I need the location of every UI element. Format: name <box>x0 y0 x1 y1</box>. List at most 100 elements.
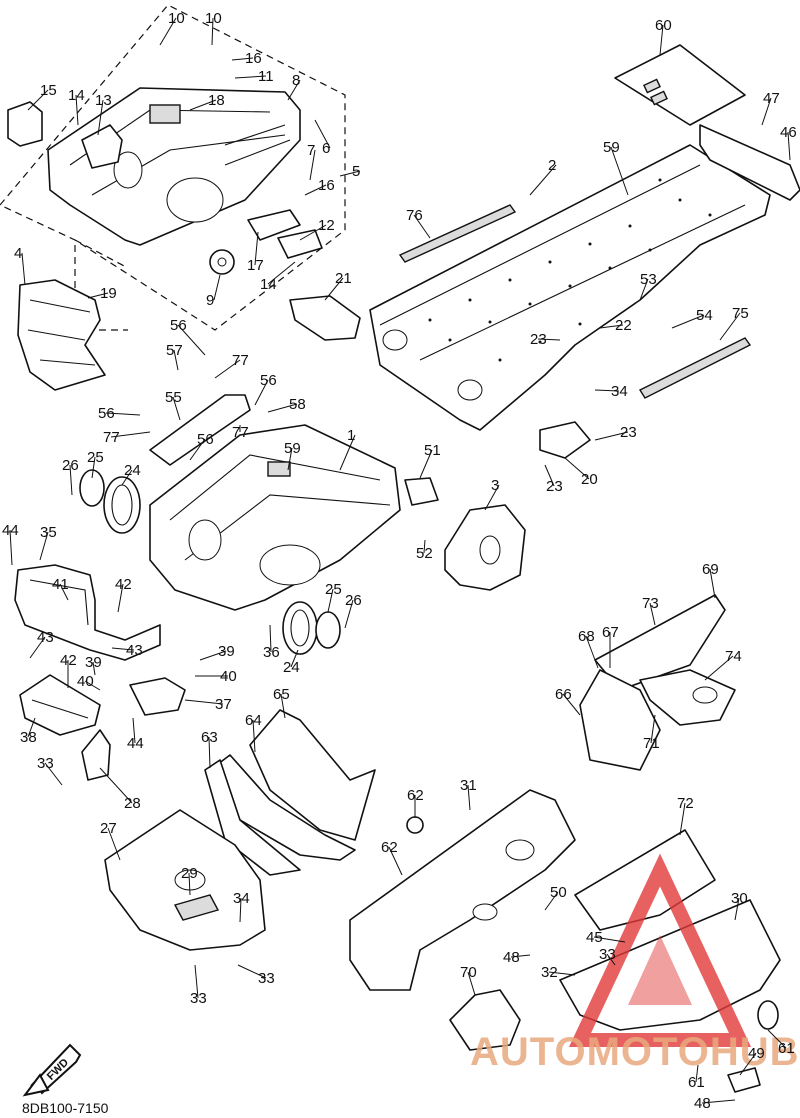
callout-52: 52 <box>416 539 433 562</box>
callout-4: 4 <box>14 245 26 286</box>
leader-line <box>254 231 259 266</box>
callout-number: 40 <box>220 668 237 685</box>
callout-number: 13 <box>95 92 112 109</box>
callout-number: 18 <box>208 92 225 109</box>
bracket-part-13 <box>81 124 123 169</box>
leader-line <box>761 97 772 126</box>
callout-number: 52 <box>416 545 433 562</box>
leader-line <box>237 964 267 979</box>
callout-number: 54 <box>696 307 713 324</box>
leader-line <box>709 568 716 599</box>
leader-line <box>606 953 616 966</box>
leader-line <box>117 583 124 613</box>
callout-number: 27 <box>100 820 117 837</box>
callout-number: 25 <box>87 449 104 466</box>
callout-number: 10 <box>205 10 222 27</box>
leader-line <box>75 94 79 126</box>
callout-14: 14 <box>68 87 85 126</box>
leader-line <box>92 661 96 676</box>
bracket-part-37 <box>129 677 186 716</box>
callout-56: 56 <box>98 405 141 422</box>
callout-number: 36 <box>263 644 280 661</box>
strip-part-75 <box>638 337 752 399</box>
callout-number: 5 <box>352 163 360 180</box>
callout-53: 53 <box>639 271 657 301</box>
leader-line <box>484 484 500 511</box>
callout-34: 34 <box>233 890 250 923</box>
callout-67: 67 <box>602 624 619 668</box>
leader-line <box>59 583 69 601</box>
callout-77: 77 <box>232 424 249 441</box>
leader-line <box>211 17 214 46</box>
callout-62: 62 <box>381 839 403 876</box>
callout-33: 33 <box>190 964 207 1007</box>
callout-number: 33 <box>599 946 616 963</box>
callout-number: 43 <box>37 629 54 646</box>
callout-70: 70 <box>460 964 477 996</box>
leader-line <box>97 99 104 136</box>
duct-boot-part-24-right <box>282 601 318 655</box>
callout-31: 31 <box>460 777 477 811</box>
drawing-code: 8DB100-7150 <box>22 1100 109 1116</box>
callout-58: 58 <box>267 396 306 413</box>
leader-line <box>585 635 599 669</box>
callout-32: 32 <box>541 964 576 981</box>
callout-72: 72 <box>677 795 694 836</box>
main-frame-part-1 <box>149 424 401 611</box>
bracket-part-4 <box>17 279 106 391</box>
leader-line <box>27 89 49 111</box>
cowl-part-65 <box>249 709 376 841</box>
callout-48: 48 <box>503 949 531 966</box>
callout-number: 59 <box>603 139 620 156</box>
callout-71: 71 <box>643 714 660 752</box>
guard-bar-part-35 <box>14 564 161 661</box>
callout-2: 2 <box>529 157 557 196</box>
leader-line <box>254 379 269 406</box>
callout-number: 3 <box>491 477 499 494</box>
callout-number: 37 <box>215 696 232 713</box>
callout-number: 25 <box>325 581 342 598</box>
leader-line <box>562 693 581 716</box>
callout-26: 26 <box>344 592 362 629</box>
leader-line <box>695 1064 699 1083</box>
leader-line <box>659 24 664 56</box>
leader-line <box>267 261 296 285</box>
callout-number: 12 <box>318 217 335 234</box>
callout-21: 21 <box>324 270 352 301</box>
leader-line <box>189 99 217 111</box>
leader-line <box>650 714 656 744</box>
callout-number: 15 <box>40 82 57 99</box>
callout-number: 24 <box>124 462 141 479</box>
callout-10: 10 <box>205 10 222 46</box>
guard-part-72 <box>574 829 716 931</box>
callout-40: 40 <box>195 668 237 685</box>
callout-number: 44 <box>2 522 19 539</box>
callout-number: 2 <box>548 157 556 174</box>
leader-line <box>544 891 559 911</box>
leader-line <box>299 224 327 241</box>
leader-line <box>599 324 624 329</box>
leader-line <box>91 456 96 479</box>
callout-17: 17 <box>247 231 264 274</box>
leader-line <box>339 434 356 471</box>
callout-49: 49 <box>739 1045 765 1076</box>
callout-3: 3 <box>484 477 500 511</box>
callout-20: 20 <box>564 457 598 488</box>
callout-23: 23 <box>530 331 561 348</box>
callout-number: 42 <box>115 576 132 593</box>
bracket-part-3 <box>444 504 526 591</box>
leader-line <box>44 762 63 786</box>
callout-number: 55 <box>165 389 182 406</box>
callout-69: 69 <box>702 561 719 599</box>
callout-56: 56 <box>170 317 206 356</box>
leader-line <box>701 1099 736 1104</box>
callout-number: 33 <box>37 755 54 772</box>
leader-line <box>239 897 242 923</box>
leader-line <box>314 119 331 149</box>
callout-47: 47 <box>761 90 780 126</box>
callout-39: 39 <box>199 643 235 661</box>
leader-line <box>423 539 426 554</box>
plate-part-21 <box>289 295 361 341</box>
leader-line <box>9 529 13 566</box>
